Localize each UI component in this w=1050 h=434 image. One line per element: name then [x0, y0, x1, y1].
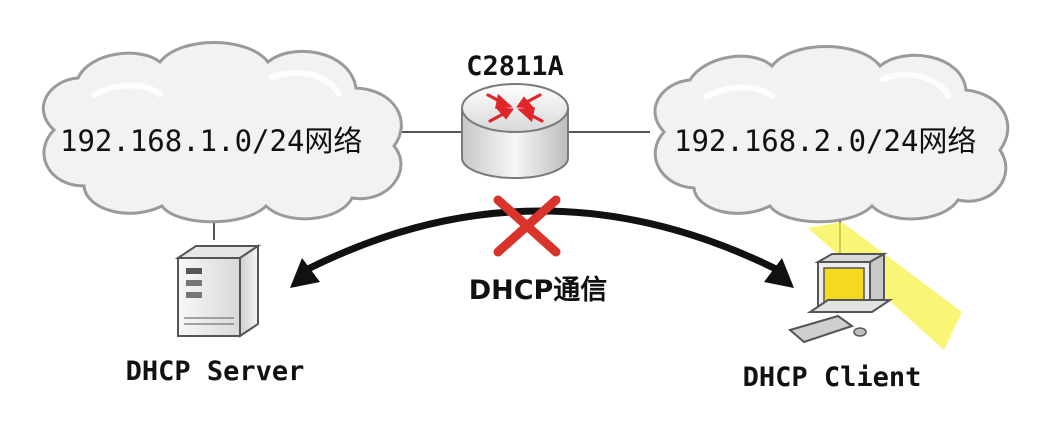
arrowhead-right [764, 258, 794, 288]
cloud-network-left [41, 41, 403, 224]
router-icon [461, 83, 569, 179]
network-right-label: 192.168.2.0/24网络 [674, 124, 976, 158]
network-left-label: 192.168.1.0/24网络 [60, 124, 362, 158]
cloud-network-right [653, 45, 1010, 224]
communication-label: DHCP通信 [469, 275, 608, 306]
pc-icon [787, 252, 894, 344]
router-label: C2811A [466, 51, 564, 82]
server-label: DHCP Server [126, 356, 305, 387]
cross-icon [493, 195, 561, 257]
server-icon [174, 244, 262, 338]
arrowhead-left [290, 258, 320, 288]
client-label: DHCP Client [743, 362, 922, 393]
